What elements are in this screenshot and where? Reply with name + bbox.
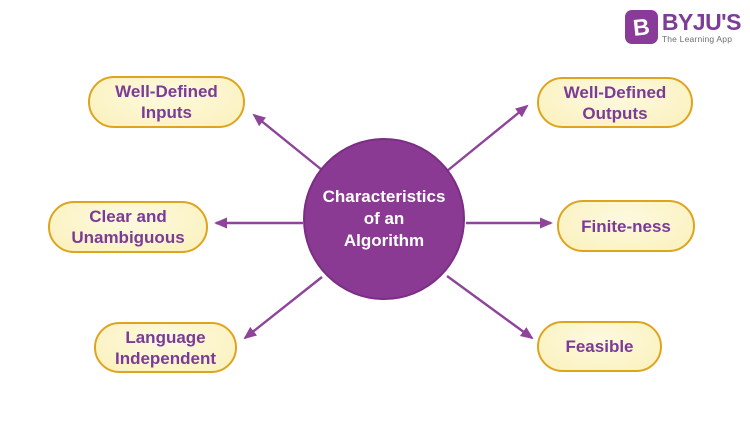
center-node: Characteristics of an Algorithm bbox=[303, 138, 465, 300]
node-label: Well-Defined Outputs bbox=[563, 82, 667, 123]
center-node-label: Characteristics of an Algorithm bbox=[322, 187, 446, 250]
arrow-to-feasible bbox=[446, 275, 534, 340]
node-finite-ness: Finite-ness bbox=[557, 200, 695, 252]
node-feasible: Feasible bbox=[537, 321, 662, 372]
byjus-b-icon: B bbox=[624, 10, 658, 44]
node-label: Feasible bbox=[565, 337, 634, 356]
byjus-tagline: The Learning App bbox=[661, 34, 733, 44]
node-well-defined-inputs: Well-Defined Inputs bbox=[88, 76, 245, 128]
byjus-logo-text: BYJU'S The Learning App bbox=[661, 9, 742, 44]
arrow-to-well-defined-outputs bbox=[446, 104, 529, 172]
byjus-wordmark: BYJU'S bbox=[661, 9, 742, 35]
node-language-independent: Language Independent bbox=[94, 322, 237, 373]
node-clear-and-unambiguous: Clear and Unambiguous bbox=[48, 201, 208, 253]
node-label: Well-Defined Inputs bbox=[115, 82, 218, 122]
node-label: Language Independent bbox=[114, 327, 217, 368]
byjus-logo: B BYJU'S The Learning App bbox=[624, 9, 742, 44]
node-well-defined-outputs: Well-Defined Outputs bbox=[537, 77, 693, 128]
arrow-to-well-defined-inputs bbox=[252, 113, 323, 171]
arrow-to-language-independent bbox=[243, 276, 323, 340]
node-label: Finite-ness bbox=[581, 216, 671, 236]
node-label: Clear and Unambiguous bbox=[71, 207, 185, 247]
byjus-b-glyph: B bbox=[631, 12, 651, 41]
